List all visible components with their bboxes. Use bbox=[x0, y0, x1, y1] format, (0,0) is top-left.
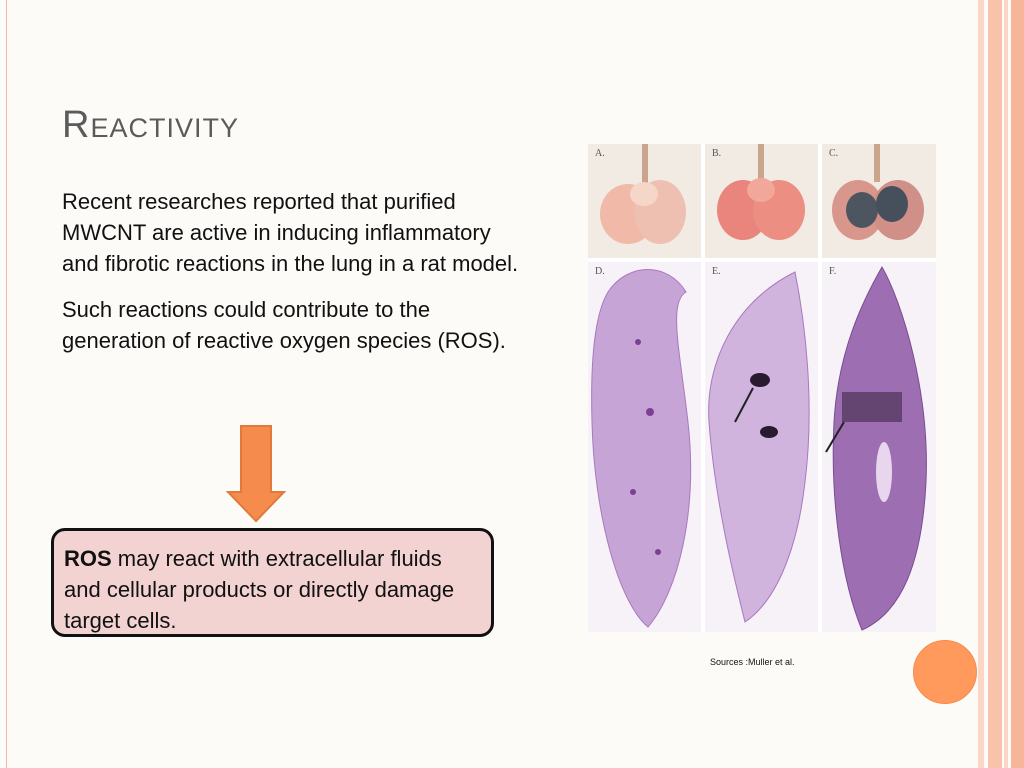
slide-title: Reactivity bbox=[62, 104, 239, 146]
panel-label-d: D. bbox=[595, 266, 605, 277]
panel-c: C. bbox=[822, 144, 936, 258]
panel-a: A. bbox=[588, 144, 701, 258]
down-arrow-icon bbox=[226, 425, 286, 523]
panel-label-f: F. bbox=[829, 266, 837, 277]
paragraph-2: Such reactions could contribute to the g… bbox=[62, 297, 506, 353]
ros-callout-text: may react with extracellular fluids and … bbox=[64, 546, 455, 633]
panel-b: B. bbox=[705, 144, 818, 258]
panel-f: F. bbox=[822, 262, 936, 632]
decorative-circle bbox=[913, 640, 977, 704]
panel-label-e: E. bbox=[712, 266, 721, 277]
lung-histology-figure: A. B. C. D. bbox=[588, 144, 936, 632]
panel-label-c: C. bbox=[829, 148, 839, 159]
body-text: Recent researches reported that purified… bbox=[62, 186, 532, 371]
ros-callout: ROS may react with extracellular fluids … bbox=[51, 528, 494, 637]
decorative-stripes bbox=[978, 0, 1024, 768]
panel-label-b: B. bbox=[712, 148, 722, 159]
slide-border bbox=[6, 0, 975, 768]
panel-d: D. bbox=[588, 262, 701, 632]
panel-e: E. bbox=[705, 262, 818, 632]
panel-label-a: A. bbox=[595, 148, 605, 159]
ros-callout-bold: ROS bbox=[64, 546, 112, 571]
sources-caption: Sources :Muller et al. bbox=[710, 657, 795, 667]
paragraph-1: Recent researches reported that purified… bbox=[62, 189, 519, 276]
